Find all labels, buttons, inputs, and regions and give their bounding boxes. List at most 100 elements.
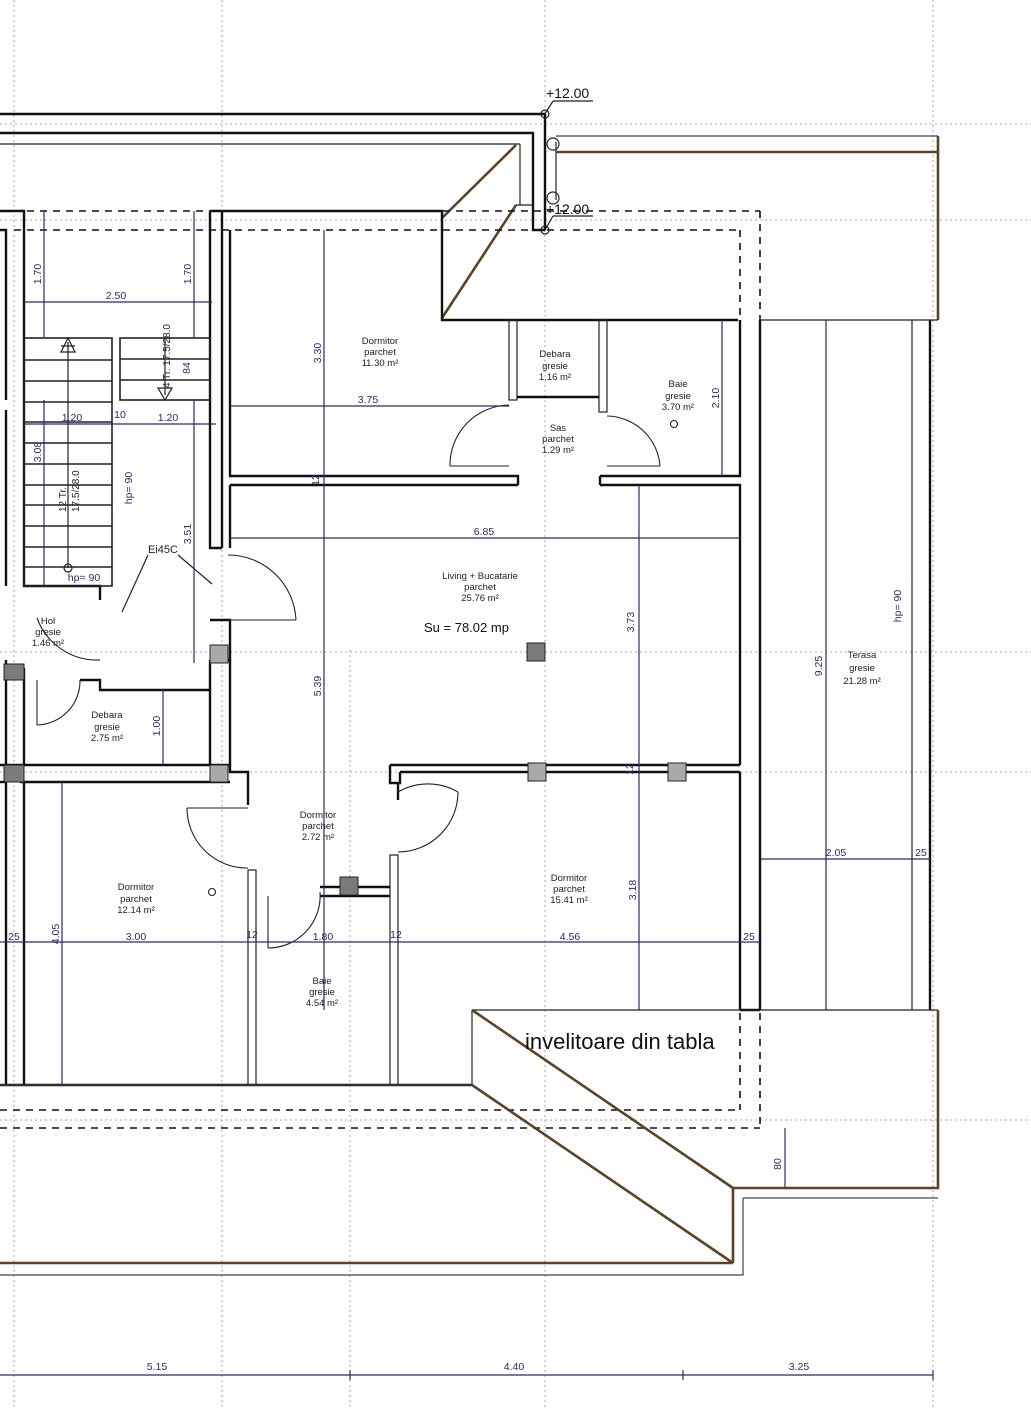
room-debara-1: Debara gresie 1.16 m²: [539, 349, 571, 383]
room-area: 4.54 m²: [306, 998, 338, 1009]
room-finish: gresie: [94, 722, 120, 733]
room-sas: Sas parchet 1.29 m²: [542, 423, 574, 456]
fixture-marker: [207, 887, 217, 897]
stair-hp-bottom: hp= 90: [68, 572, 101, 584]
room-name: Baie: [668, 379, 687, 390]
room-area: 11.30 m²: [362, 358, 399, 369]
dim-label: 1.20: [62, 412, 83, 424]
room-area: 3.70 m²: [662, 402, 694, 413]
room-area: 25.76 m²: [461, 593, 499, 604]
room-name: Terasa: [848, 650, 877, 661]
room-dormitor-11: Dormitor parchet 11.30 m²: [362, 336, 399, 369]
dim-label: 3.00: [126, 931, 147, 943]
dimension-lines: [0, 211, 934, 1380]
room-name: Baie: [312, 976, 331, 987]
walls: [0, 209, 938, 1087]
room-name: Dormitor: [118, 882, 154, 893]
total-usable-area: Su = 78.02 mp: [424, 620, 509, 635]
dim-label: 3.75: [358, 394, 379, 406]
room-dormitor-15: Dormitor parchet 15.41 m²: [550, 873, 588, 906]
room-name: Sas: [550, 423, 567, 434]
bottom-dim-2: 4.40: [504, 1361, 525, 1373]
room-name: Dormitor: [300, 810, 336, 821]
stair-hp-side: hp= 90: [123, 472, 135, 505]
bottom-dim-1: 5.15: [147, 1361, 168, 1373]
dim-label: 3.08: [32, 442, 44, 463]
room-debara-2: Debara gresie 2.75 m²: [91, 710, 123, 744]
dim-label: 6.85: [474, 526, 495, 538]
dim-label: 3.18: [627, 880, 639, 901]
room-hol: Hol gresie 1.46 m²: [32, 616, 64, 649]
dim-label: 3.30: [312, 343, 324, 364]
room-area: 2.72 m²: [302, 832, 334, 843]
dim-label: 2.10: [710, 388, 722, 409]
room-finish: parchet: [464, 582, 496, 593]
room-area: 1.29 m²: [542, 445, 574, 456]
level-mark-top: +12.00: [546, 85, 589, 101]
bottom-roof: [0, 1008, 940, 1276]
room-finish: parchet: [120, 894, 152, 905]
stair-label-steps: 12 Tr.: [58, 487, 69, 512]
room-finish: parchet: [542, 434, 574, 445]
room-area: 15.41 m²: [550, 895, 588, 906]
dim-label: 1.20: [158, 412, 179, 424]
room-finish: parchet: [364, 347, 396, 358]
room-living: Living + Bucatarie parchet 25.76 m²: [442, 571, 518, 604]
dim-label: 1.00: [151, 716, 163, 737]
roof-material-label: invelitoare din tabla: [525, 1029, 715, 1054]
room-baie-1: Baie gresie 3.70 m²: [662, 379, 694, 413]
dim-label: 4.56: [560, 931, 581, 943]
room-finish: parchet: [302, 821, 334, 832]
dim-label: 5.39: [312, 676, 324, 697]
stair-label-upper: 4 Tr. 17.5/28.0: [162, 324, 173, 388]
dimension-labels: 1.70 1.70 2.50 1.20 10 1.20 3.08 3.51 3.…: [8, 264, 927, 1373]
level-mark-lower: +12.00: [546, 201, 589, 217]
room-name: Hol: [41, 616, 55, 627]
fixture-marker: [669, 419, 679, 429]
dim-label: 1.70: [182, 264, 194, 285]
stair-depth: 84: [181, 362, 193, 374]
room-area: 1.16 m²: [539, 372, 571, 383]
dim-label: 3.51: [182, 524, 194, 545]
room-finish: parchet: [553, 884, 585, 895]
room-terasa: Terasa gresie 21.28 m²: [843, 650, 881, 687]
dim-label: 25: [8, 931, 20, 943]
room-finish: gresie: [542, 361, 568, 372]
dim-label: 12: [624, 763, 636, 775]
room-area: 1.46 m²: [32, 638, 64, 649]
dim-label: 2.05: [826, 847, 847, 859]
columns: [3, 642, 687, 896]
room-dormitor-2: Dormitor parchet 2.72 m²: [300, 810, 336, 843]
bottom-dim-3: 3.25: [789, 1361, 810, 1373]
room-area: 12.14 m²: [117, 905, 155, 916]
room-area: 21.28 m²: [843, 676, 881, 687]
dim-label: 25: [915, 847, 927, 859]
room-name: Dormitor: [362, 336, 398, 347]
stair-label-riser: 17.5/28.0: [71, 470, 82, 512]
room-name: Debara: [539, 349, 571, 360]
room-finish: gresie: [309, 987, 335, 998]
staircase: [23, 336, 211, 587]
room-area: 2.75 m²: [91, 733, 123, 744]
room-finish: gresie: [35, 627, 61, 638]
room-labels: Dormitor parchet 11.30 m² Debara gresie …: [32, 336, 881, 1009]
dim-label: 1.70: [32, 264, 44, 285]
dim-label: 4.05: [50, 924, 62, 945]
dim-label: 12: [390, 929, 402, 941]
room-finish: gresie: [849, 663, 875, 674]
fire-rating-label: Ei45C: [148, 544, 178, 556]
room-name: Debara: [91, 710, 123, 721]
dim-label: 9.25: [813, 656, 825, 677]
dim-label: 80: [772, 1158, 784, 1170]
fire-door-annotation: [121, 554, 213, 613]
dim-label: 12: [310, 474, 322, 486]
room-baie-2: Baie gresie 4.54 m²: [306, 976, 338, 1009]
dim-label: 25: [743, 931, 755, 943]
dim-label: 1.80: [313, 931, 334, 943]
dim-label: 12: [246, 929, 258, 941]
dim-label: 3.73: [625, 612, 637, 633]
room-name: Dormitor: [551, 873, 587, 884]
dim-label: 10: [114, 409, 126, 421]
room-name: Living + Bucatarie: [442, 571, 518, 582]
